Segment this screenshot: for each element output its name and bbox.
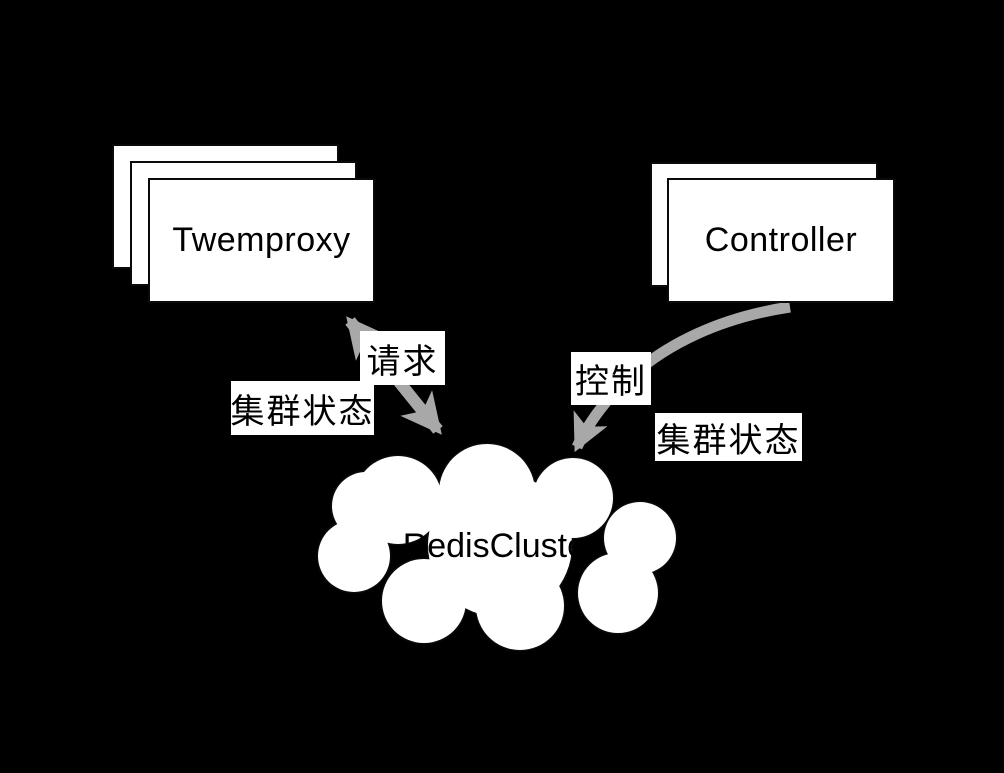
controller-node: Controller: [667, 178, 895, 303]
controller-label: Controller: [704, 221, 858, 259]
redis-cluster-label: RedisCluster: [402, 527, 598, 565]
edge-label-request: 请求: [360, 331, 445, 385]
twemproxy-label: Twemproxy: [172, 221, 351, 259]
edge-label-cluster-status-right: 集群状态: [655, 413, 802, 461]
edge-label-control: 控制: [571, 352, 651, 405]
twemproxy-node: Twemproxy: [148, 178, 375, 303]
edge-label-cluster-status-left: 集群状态: [231, 381, 374, 435]
